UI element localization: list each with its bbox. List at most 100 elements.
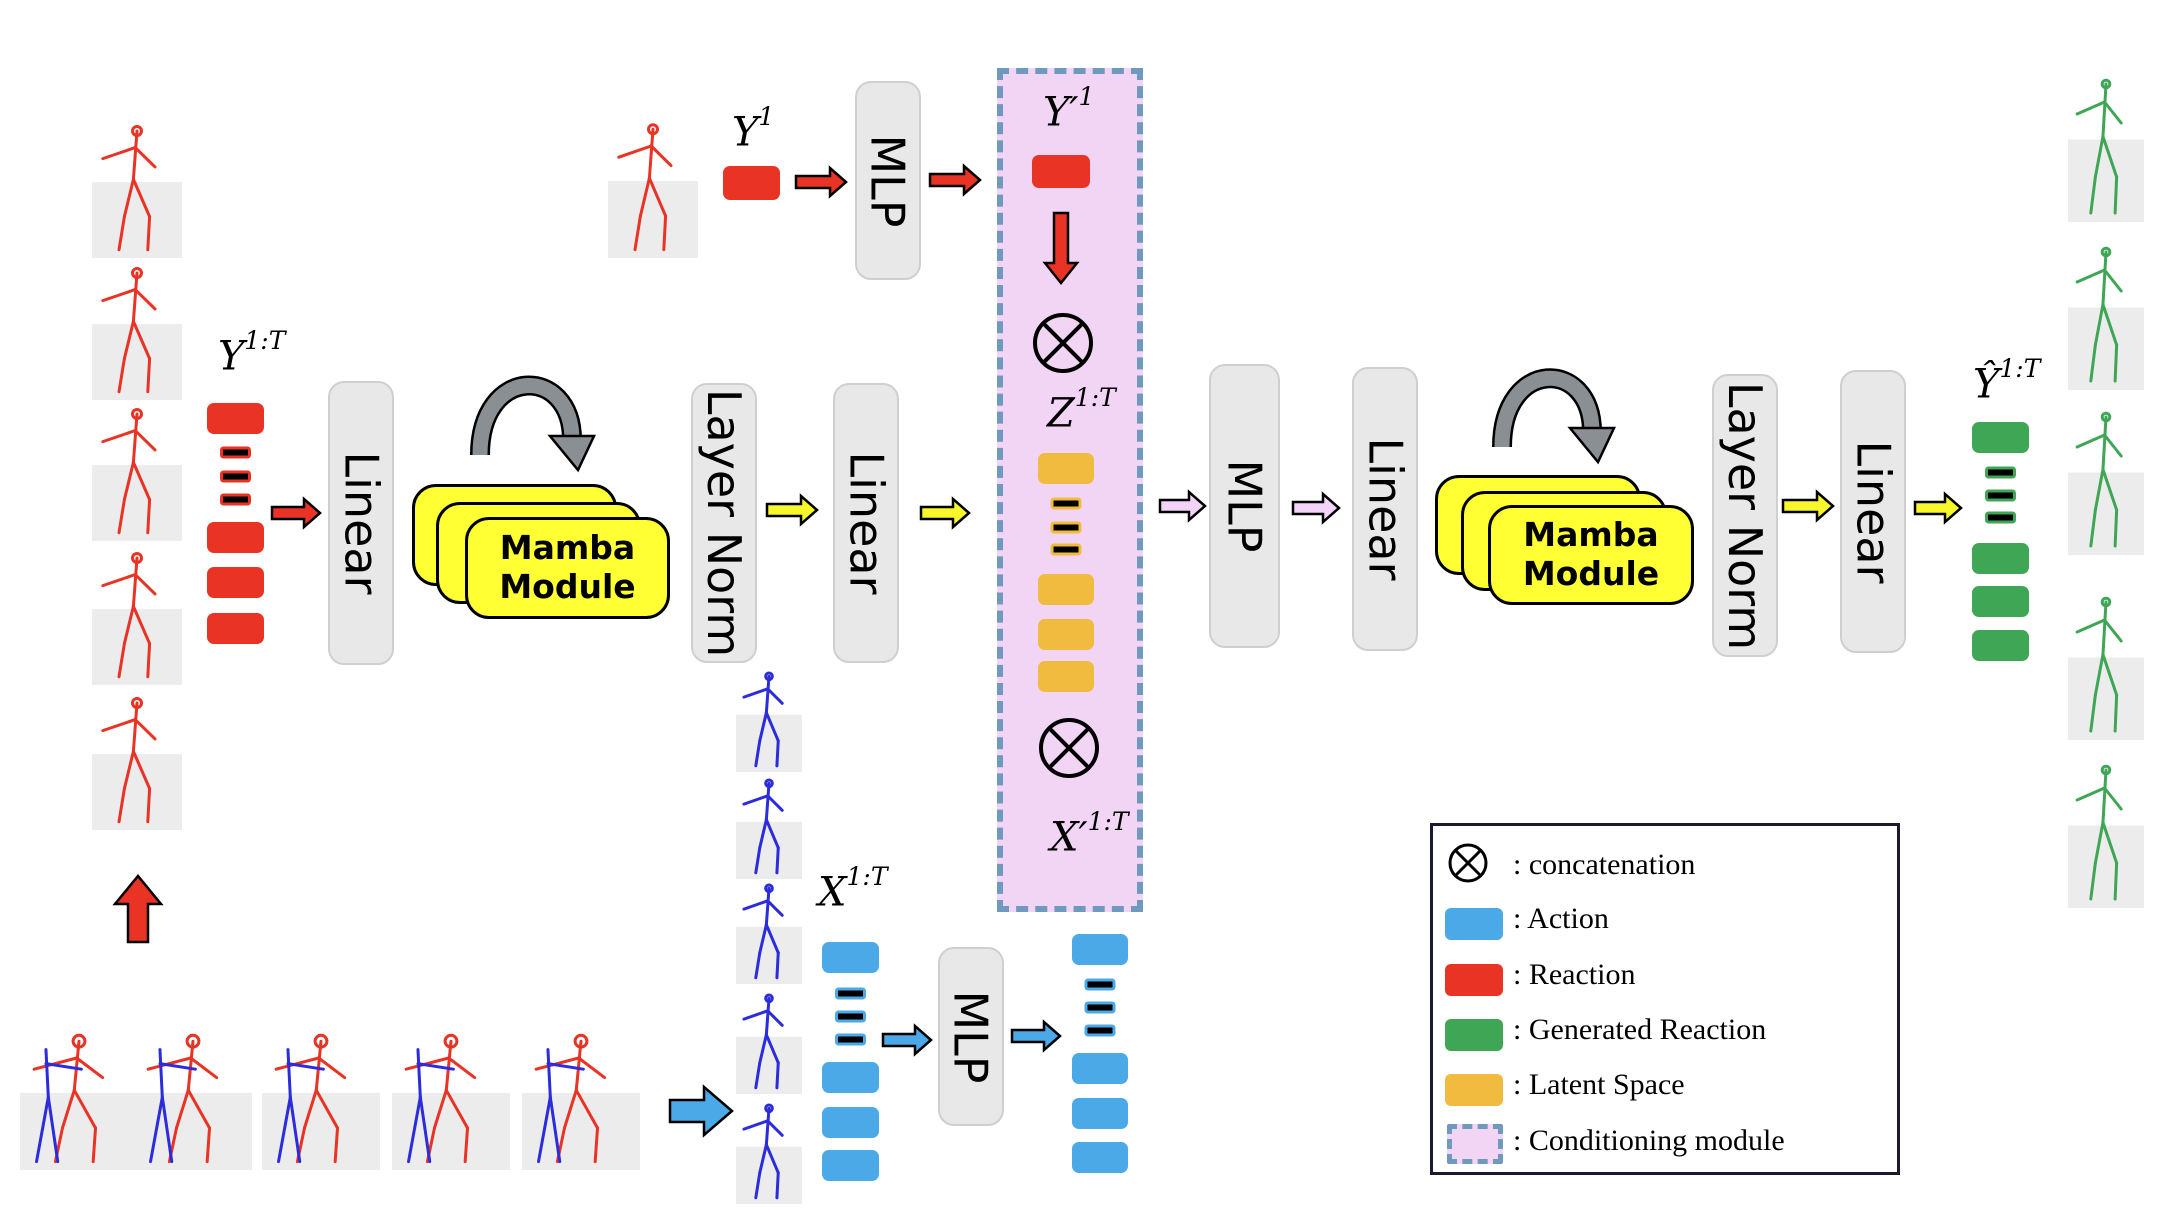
y-prime-first-token xyxy=(1032,155,1090,188)
action-input-token xyxy=(822,1062,879,1093)
arrow-linear4-to-output xyxy=(1913,491,1963,525)
latent-ellipsis-bar xyxy=(1050,497,1082,510)
linear-block-4: Linear xyxy=(1840,370,1906,653)
latent-token xyxy=(1038,619,1094,650)
x-seq-sup: 1:T xyxy=(846,862,888,891)
generated-output-token xyxy=(1972,543,2029,574)
arrow-layernorm-to-linear2 xyxy=(765,493,819,527)
arrow-mlp-to-action-latent xyxy=(1010,1019,1062,1053)
y-prime-first-label: Y′1 xyxy=(1043,82,1094,135)
generated-output-ellipsis-bar xyxy=(1985,466,2016,479)
interaction-figure-5 xyxy=(522,1033,640,1170)
arrow-up-red xyxy=(112,874,164,944)
x-seq-base: X xyxy=(818,869,847,916)
action-figure-3 xyxy=(736,883,802,984)
y-hat-seq-sup: 1:T xyxy=(1999,354,2041,383)
x-seq-label: X1:T xyxy=(818,862,888,916)
latent-token xyxy=(1038,453,1094,484)
y-prime-first-sup: 1 xyxy=(1078,82,1095,111)
legend-label-latent-space: : Latent Space xyxy=(1513,1068,1685,1101)
concat-icon xyxy=(1448,843,1488,883)
interaction-figure-2 xyxy=(134,1033,252,1170)
x-prime-seq-label: X′1:T xyxy=(1050,807,1129,861)
arrow-y-first-to-mlp xyxy=(794,165,848,199)
concat-icon-bottom xyxy=(1039,718,1099,778)
generated-figure-1 xyxy=(2068,78,2144,222)
interaction-figure-4 xyxy=(392,1033,510,1170)
latent-space-swatch xyxy=(1445,1074,1503,1106)
reaction-swatch xyxy=(1445,964,1503,996)
reaction-input-token xyxy=(207,613,264,644)
mamba-module-1-line2: Module xyxy=(499,567,636,606)
layer-norm-block-1: Layer Norm xyxy=(691,383,757,663)
reaction-input-ellipsis-bar xyxy=(220,493,251,506)
mamba-module-2-line2: Module xyxy=(1522,554,1660,593)
reaction-figure-2 xyxy=(92,267,182,400)
legend-label-action: : Action xyxy=(1513,902,1609,935)
reaction-figure-4 xyxy=(92,552,182,685)
y-first-sup: 1 xyxy=(758,102,775,131)
arrow-y-prime-down xyxy=(1042,211,1080,286)
legend-label-conditioning-module: : Conditioning module xyxy=(1513,1124,1785,1157)
action-latent-token xyxy=(1072,1098,1128,1129)
action-latent-ellipsis-bar xyxy=(1084,1001,1116,1014)
legend-label-reaction: : Reaction xyxy=(1513,958,1636,991)
mlp-block-bottom: MLP xyxy=(938,947,1004,1126)
legend: : concatenation : Action : Reaction : Ge… xyxy=(1430,823,1900,1175)
reaction-input-token xyxy=(207,522,264,553)
action-input-token xyxy=(822,1107,879,1138)
generated-figure-4 xyxy=(2068,596,2144,740)
action-figure-2 xyxy=(736,778,802,879)
linear-block-3: Linear xyxy=(1352,367,1418,651)
z-seq-label: Z1:T xyxy=(1047,383,1116,436)
mlp-block-middle: MLP xyxy=(1209,364,1280,648)
y-seq-label: Y1:T xyxy=(218,326,285,380)
arrow-cond-to-mlp xyxy=(1158,489,1207,523)
y-seq-base: Y xyxy=(218,333,245,380)
conditioning-module xyxy=(997,68,1143,912)
linear-block-2: Linear xyxy=(833,383,899,663)
action-figure-5 xyxy=(736,1103,802,1204)
arrow-interaction-to-action xyxy=(668,1084,734,1138)
action-latent-ellipsis-bar xyxy=(1084,1024,1116,1037)
generated-output-token xyxy=(1972,422,2029,453)
x-prime-seq-base: X′ xyxy=(1050,814,1088,861)
mamba-module-1-line1: Mamba xyxy=(499,528,636,568)
y-hat-seq-label: Ŷ1:T xyxy=(1973,354,2040,408)
latent-ellipsis-bar xyxy=(1050,543,1082,556)
legend-label-concatenation: : concatenation xyxy=(1513,848,1696,881)
z-seq-sup: 1:T xyxy=(1074,383,1116,412)
recurrence-arrow-1 xyxy=(470,375,596,473)
action-input-ellipsis-bar xyxy=(835,1010,866,1023)
interaction-figure-1 xyxy=(20,1033,138,1170)
linear-block-1: Linear xyxy=(328,381,394,665)
latent-ellipsis-bar xyxy=(1050,521,1082,534)
generated-figure-5 xyxy=(2068,764,2144,908)
generated-output-ellipsis-bar xyxy=(1985,511,2016,524)
action-input-ellipsis-bar xyxy=(835,987,866,1000)
y-hat-seq-base: Ŷ xyxy=(1973,361,2000,408)
action-latent-token xyxy=(1072,934,1128,965)
arrow-reaction-to-linear xyxy=(270,496,322,530)
legend-label-generated-reaction: : Generated Reaction xyxy=(1513,1013,1767,1046)
action-swatch xyxy=(1445,908,1503,940)
generated-output-ellipsis-bar xyxy=(1985,489,2016,502)
action-latent-ellipsis-bar xyxy=(1084,978,1116,991)
latent-token xyxy=(1038,661,1094,692)
reaction-input-token xyxy=(207,403,264,434)
arrow-linear2-to-cond xyxy=(919,496,971,530)
action-figure-4 xyxy=(736,993,802,1094)
mamba-module-2-line1: Mamba xyxy=(1523,515,1659,555)
recurrence-arrow-2 xyxy=(1492,368,1616,465)
x-prime-seq-sup: 1:T xyxy=(1087,807,1129,836)
arrow-mlp-to-condition xyxy=(928,163,982,197)
generated-figure-3 xyxy=(2068,411,2144,555)
reaction-figure-1 xyxy=(92,125,182,258)
y-first-token xyxy=(723,166,780,200)
arrow-mlp-to-linear3 xyxy=(1291,491,1341,525)
generated-output-token xyxy=(1972,630,2029,661)
action-figure-1 xyxy=(736,671,802,772)
